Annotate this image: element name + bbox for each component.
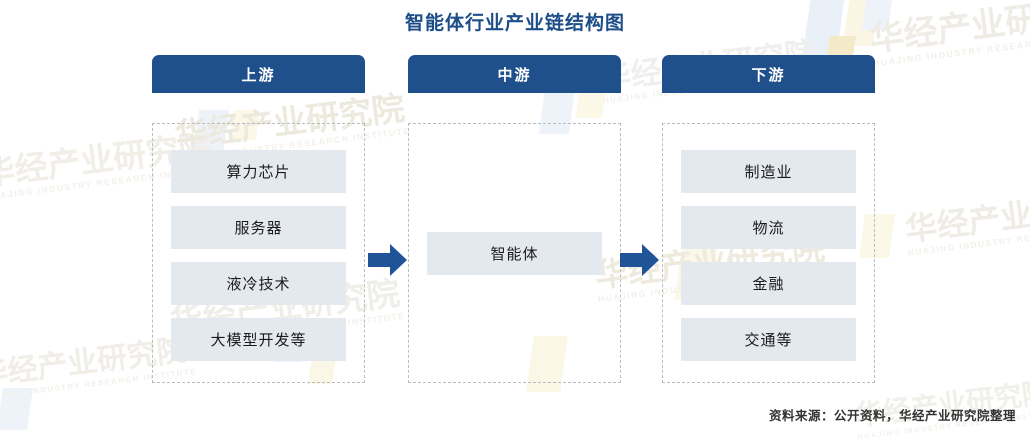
watermark-sub: HUAJING INDUSTRY RESEARCH INSTITUTE: [907, 220, 1030, 258]
column-midstream: 中游 智能体: [408, 55, 621, 383]
column-body-upstream: 算力芯片 服务器 液冷技术 大模型开发等: [152, 123, 365, 383]
source-note: 资料来源：公开资料，华经产业研究院整理: [768, 409, 1016, 423]
column-header-upstream: 上游: [152, 55, 365, 93]
node-box[interactable]: 金融: [681, 262, 856, 305]
column-header-downstream: 下游: [662, 55, 875, 93]
column-upstream: 上游 算力芯片 服务器 液冷技术 大模型开发等: [152, 55, 365, 383]
node-box[interactable]: 智能体: [427, 231, 602, 275]
node-box[interactable]: 物流: [681, 206, 856, 249]
node-box[interactable]: 制造业: [681, 150, 856, 193]
node-box[interactable]: 交通等: [681, 318, 856, 361]
right-arrow-icon: [368, 243, 408, 277]
node-box[interactable]: 大模型开发等: [171, 318, 346, 361]
node-box[interactable]: 算力芯片: [171, 150, 346, 193]
page-title: 智能体行业产业链结构图: [404, 13, 625, 34]
watermark-sub: HUAJING INDUSTRY RESEARCH INSTITUTE: [872, 29, 1030, 69]
watermark-main: 华经产业研究院: [902, 184, 1030, 248]
right-arrow-icon: [620, 243, 660, 277]
column-header-midstream: 中游: [408, 55, 621, 93]
column-body-downstream: 制造业 物流 金融 交通等: [662, 123, 875, 383]
decorative-shape: [0, 388, 33, 430]
column-body-midstream: 智能体: [408, 123, 621, 383]
node-box[interactable]: 服务器: [171, 206, 346, 249]
column-downstream: 下游 制造业 物流 金融 交通等: [662, 55, 875, 383]
node-box[interactable]: 液冷技术: [171, 262, 346, 305]
